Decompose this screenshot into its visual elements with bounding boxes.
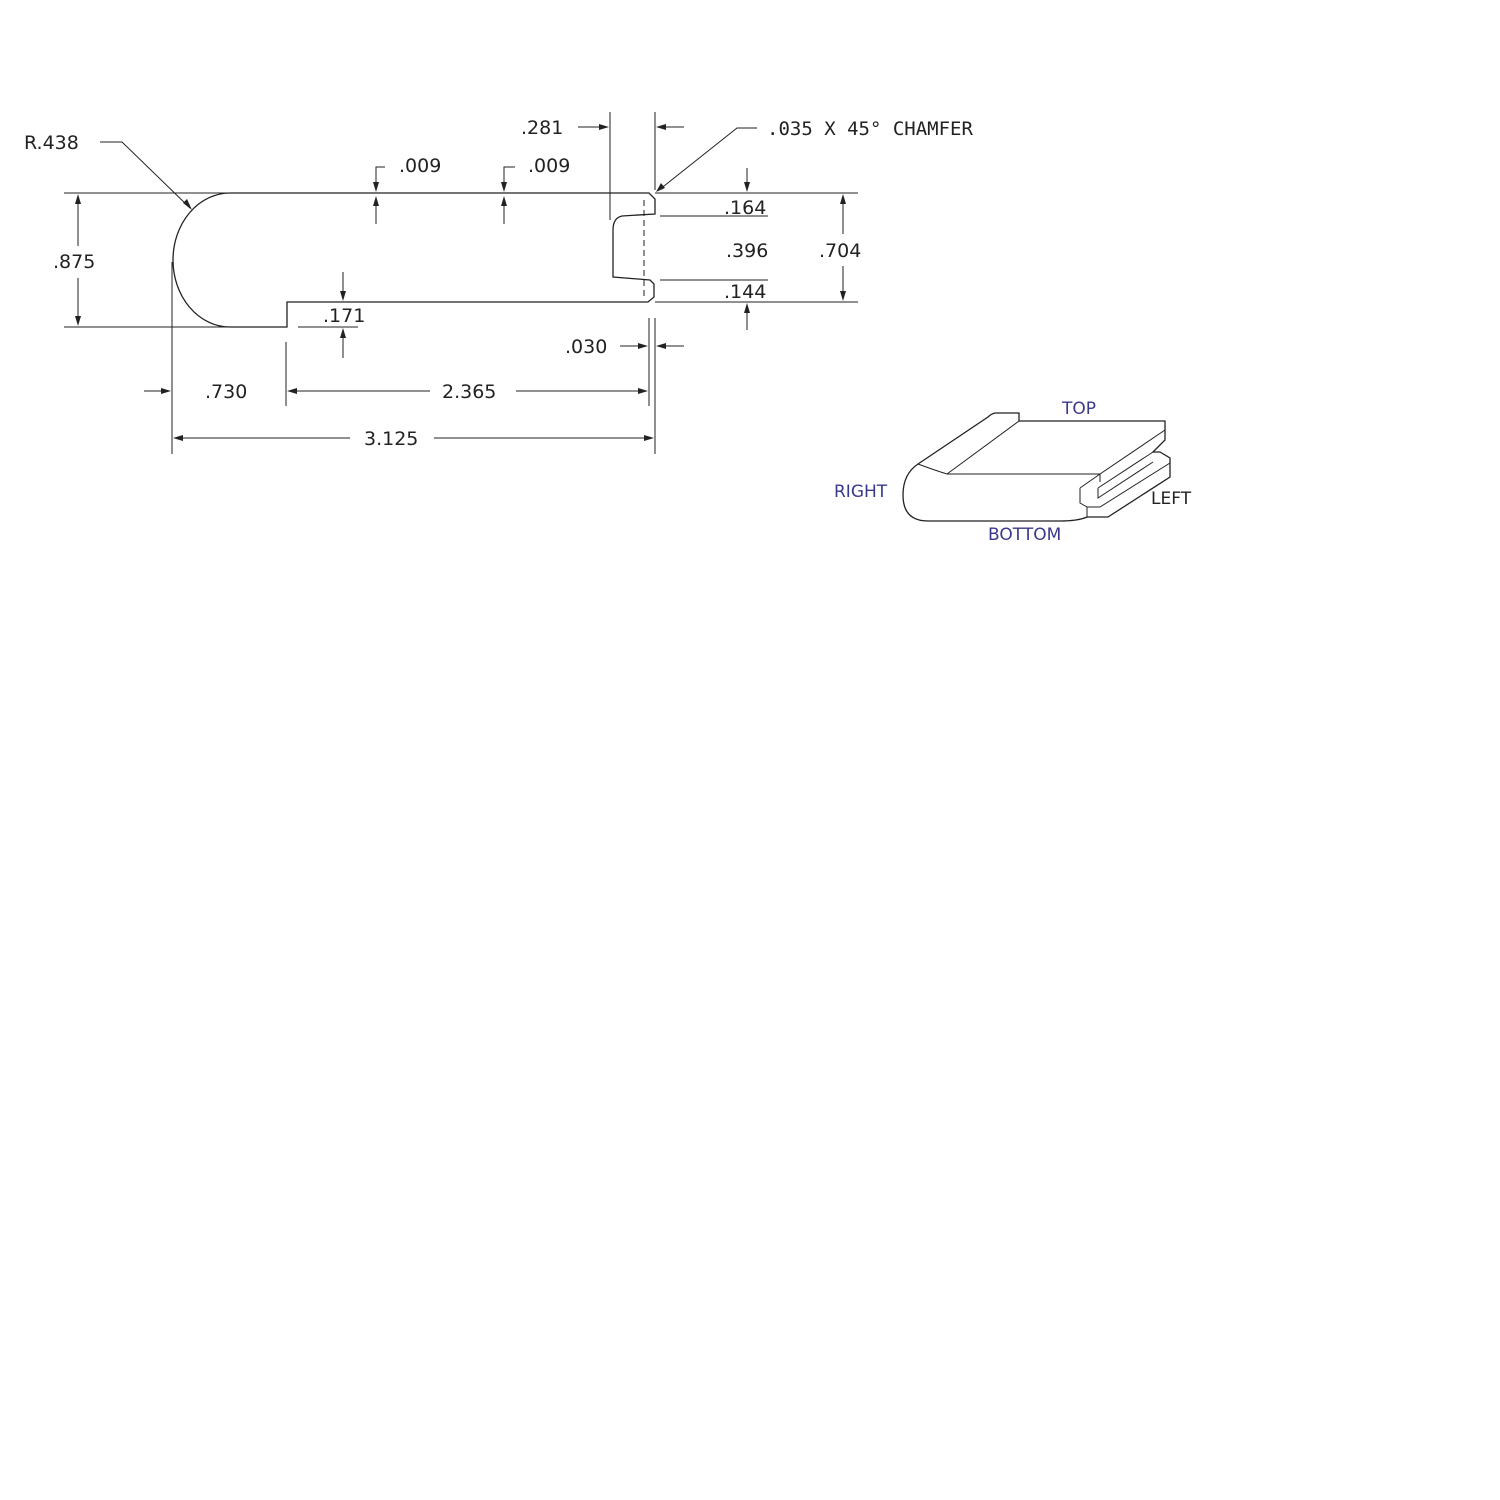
profile-outline — [172, 192, 656, 328]
leaders — [100, 127, 757, 210]
chamfer-label: .035 X 45° CHAMFER — [767, 118, 973, 140]
groove-bottom-offset-label: .144 — [724, 281, 766, 303]
orientation-piece-outline — [902, 412, 1171, 522]
dimension-lines — [75, 124, 846, 441]
overall-length-label: 3.125 — [364, 428, 418, 450]
body-length-label: 2.365 — [442, 381, 496, 403]
top-relief-2-label: .009 — [528, 155, 570, 177]
overall-height-label: .875 — [53, 251, 95, 273]
lip-height-label: .704 — [819, 240, 861, 262]
step-height-label: .171 — [323, 305, 365, 327]
left-orientation-label: LEFT — [1151, 489, 1192, 509]
groove-width-label: .281 — [521, 117, 563, 139]
right-orientation-label: RIGHT — [834, 482, 888, 502]
groove-top-offset-label: .164 — [724, 197, 766, 219]
top-orientation-label: TOP — [1061, 399, 1096, 419]
orientation-view — [902, 412, 1171, 522]
bottom-orientation-label: BOTTOM — [988, 525, 1061, 545]
lip-offset-label: .030 — [565, 336, 607, 358]
radius-label: R.438 — [24, 132, 79, 154]
nose-length-label: .730 — [205, 381, 247, 403]
groove-height-label: .396 — [726, 240, 768, 262]
extension-lines — [64, 112, 858, 454]
top-relief-1-label: .009 — [399, 155, 441, 177]
